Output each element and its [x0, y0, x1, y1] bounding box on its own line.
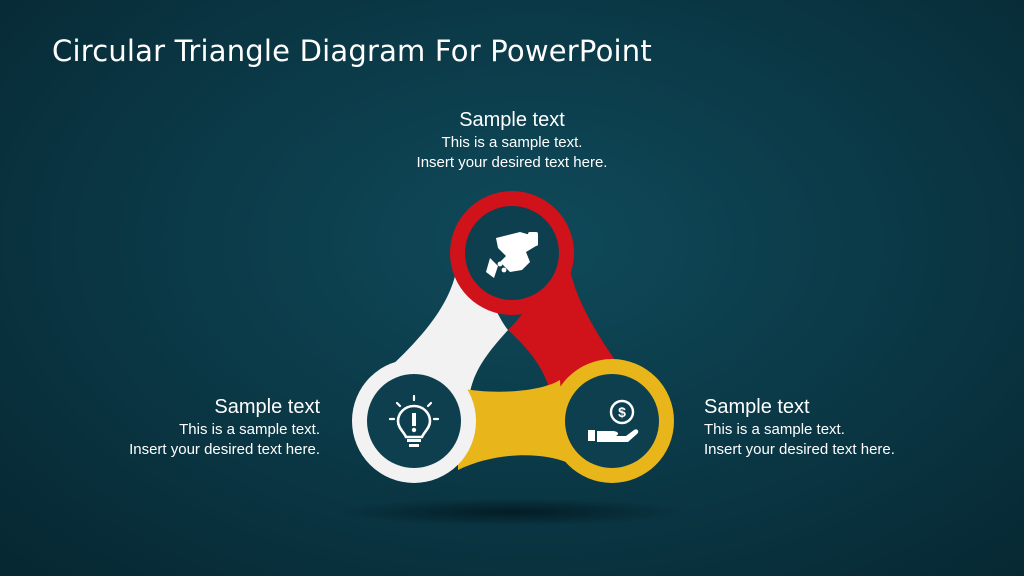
- right-text-block: Sample text This is a sample text. Inser…: [704, 394, 984, 460]
- right-inner-circle: [565, 374, 659, 468]
- right-heading: Sample text: [704, 396, 810, 418]
- left-text-block: Sample text This is a sample text. Inser…: [60, 394, 320, 460]
- svg-text:$: $: [618, 404, 626, 420]
- diagram-shadow: [337, 498, 687, 526]
- left-text-line-2: Insert your desired text here.: [129, 441, 320, 458]
- money-hand-icon: $: [588, 399, 639, 442]
- handshake-icon: [486, 232, 538, 278]
- slide-title: Circular Triangle Diagram For PowerPoint: [52, 34, 652, 68]
- right-text-line-1: This is a sample text.: [704, 421, 845, 438]
- top-text-line-2: Insert your desired text here.: [416, 154, 608, 171]
- left-heading: Sample text: [214, 396, 320, 418]
- lightbulb-icon: [388, 394, 440, 447]
- top-heading: Sample text: [459, 109, 565, 131]
- top-text-line-1: This is a sample text.: [441, 134, 583, 151]
- right-text-line-2: Insert your desired text here.: [704, 441, 895, 458]
- yellow-connector: [458, 380, 566, 470]
- top-text-block: Sample text This is a sample text. Inser…: [362, 107, 662, 173]
- left-text-line-1: This is a sample text.: [179, 421, 320, 438]
